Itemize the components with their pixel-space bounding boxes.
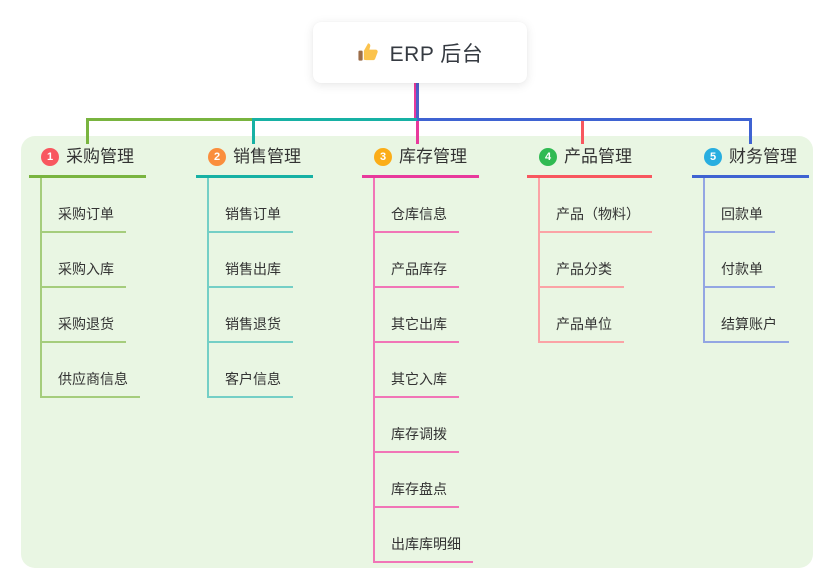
child-node-label[interactable]: 出库库明细 bbox=[373, 534, 473, 563]
child-node: 供应商信息 bbox=[40, 343, 140, 398]
branch-header[interactable]: 4 产品管理 bbox=[527, 146, 652, 178]
branch-title: 产品管理 bbox=[564, 147, 632, 166]
child-node-label[interactable]: 其它出库 bbox=[373, 314, 459, 343]
drop-line-finance bbox=[749, 118, 752, 144]
child-node-label[interactable]: 产品库存 bbox=[373, 259, 459, 288]
child-node-label[interactable]: 回款单 bbox=[703, 204, 775, 233]
branch-children: 销售订单销售出库销售退货客户信息 bbox=[207, 178, 293, 398]
branch-children: 仓库信息产品库存其它出库其它入库库存调拨库存盘点出库库明细 bbox=[373, 178, 473, 563]
child-node: 库存盘点 bbox=[373, 453, 473, 508]
child-node: 销售退货 bbox=[207, 288, 293, 343]
child-node-label[interactable]: 结算账户 bbox=[703, 314, 789, 343]
branch-title: 销售管理 bbox=[233, 147, 301, 166]
branch-header[interactable]: 1 采购管理 bbox=[29, 146, 146, 178]
child-node: 仓库信息 bbox=[373, 178, 473, 233]
child-node-label[interactable]: 库存盘点 bbox=[373, 479, 459, 508]
child-node: 结算账户 bbox=[703, 288, 789, 343]
child-node-label[interactable]: 采购退货 bbox=[40, 314, 126, 343]
child-node-label[interactable]: 产品分类 bbox=[538, 259, 624, 288]
child-node-label[interactable]: 采购订单 bbox=[40, 204, 126, 233]
child-node: 库存调拨 bbox=[373, 398, 473, 453]
child-node: 产品（物料） bbox=[538, 178, 652, 233]
child-node-label[interactable]: 客户信息 bbox=[207, 369, 293, 398]
child-node: 采购退货 bbox=[40, 288, 140, 343]
child-node: 出库库明细 bbox=[373, 508, 473, 563]
root-title: ERP 后台 bbox=[389, 42, 484, 66]
branch-header[interactable]: 5 财务管理 bbox=[692, 146, 809, 178]
child-node: 销售订单 bbox=[207, 178, 293, 233]
child-node-label[interactable]: 采购入库 bbox=[40, 259, 126, 288]
branch-node: 2 销售管理 销售订单销售出库销售退货客户信息 bbox=[196, 146, 313, 398]
root-drop-line bbox=[416, 83, 419, 118]
child-node: 其它入库 bbox=[373, 343, 473, 398]
branch-children: 回款单付款单结算账户 bbox=[703, 178, 789, 343]
child-node-label[interactable]: 其它入库 bbox=[373, 369, 459, 398]
child-node-label[interactable]: 销售出库 bbox=[207, 259, 293, 288]
child-node: 其它出库 bbox=[373, 288, 473, 343]
child-node-label[interactable]: 销售订单 bbox=[207, 204, 293, 233]
branch-index-badge: 5 bbox=[704, 148, 722, 166]
branch-header[interactable]: 2 销售管理 bbox=[196, 146, 313, 178]
child-node: 产品分类 bbox=[538, 233, 652, 288]
branch-children: 产品（物料） 产品分类产品单位 bbox=[538, 178, 652, 343]
bus-line-purchase bbox=[86, 118, 252, 121]
root-drop-magenta-line bbox=[414, 83, 416, 121]
drop-line-inventory bbox=[416, 121, 419, 144]
child-node-label[interactable]: 供应商信息 bbox=[40, 369, 140, 398]
branch-title: 库存管理 bbox=[399, 147, 467, 166]
child-node-label[interactable]: 库存调拨 bbox=[373, 424, 459, 453]
branch-node: 3 库存管理 仓库信息产品库存其它出库其它入库库存调拨库存盘点出库库明细 bbox=[362, 146, 479, 563]
branches-panel bbox=[21, 136, 813, 568]
child-node-label[interactable]: 产品单位 bbox=[538, 314, 624, 343]
child-node-label[interactable]: 销售退货 bbox=[207, 314, 293, 343]
drop-line-sales bbox=[252, 118, 255, 144]
thumbs-up-icon bbox=[357, 41, 380, 64]
child-node-label[interactable]: 付款单 bbox=[703, 259, 775, 288]
child-node: 客户信息 bbox=[207, 343, 293, 398]
root-node[interactable]: ERP 后台 bbox=[313, 22, 527, 83]
child-node: 销售出库 bbox=[207, 233, 293, 288]
child-node-label[interactable]: 产品（物料） bbox=[538, 204, 652, 233]
child-node: 付款单 bbox=[703, 233, 789, 288]
branch-index-badge: 2 bbox=[208, 148, 226, 166]
drop-line-purchase bbox=[86, 118, 89, 144]
child-node: 产品库存 bbox=[373, 233, 473, 288]
branch-node: 4 产品管理 产品（物料） 产品分类产品单位 bbox=[527, 146, 652, 343]
child-node: 产品单位 bbox=[538, 288, 652, 343]
bus-line-sales bbox=[252, 118, 419, 121]
branch-index-badge: 4 bbox=[539, 148, 557, 166]
branch-title: 财务管理 bbox=[729, 147, 797, 166]
child-node: 回款单 bbox=[703, 178, 789, 233]
branch-node: 5 财务管理 回款单付款单结算账户 bbox=[692, 146, 809, 343]
branch-node: 1 采购管理 采购订单采购入库采购退货供应商信息 bbox=[29, 146, 146, 398]
branch-header[interactable]: 3 库存管理 bbox=[362, 146, 479, 178]
child-node: 采购入库 bbox=[40, 233, 140, 288]
bus-line-finance bbox=[417, 118, 752, 121]
branch-index-badge: 3 bbox=[374, 148, 392, 166]
drop-line-product bbox=[581, 121, 584, 144]
branch-children: 采购订单采购入库采购退货供应商信息 bbox=[40, 178, 140, 398]
branch-title: 采购管理 bbox=[66, 147, 134, 166]
branch-index-badge: 1 bbox=[41, 148, 59, 166]
child-node-label[interactable]: 仓库信息 bbox=[373, 204, 459, 233]
child-node: 采购订单 bbox=[40, 178, 140, 233]
